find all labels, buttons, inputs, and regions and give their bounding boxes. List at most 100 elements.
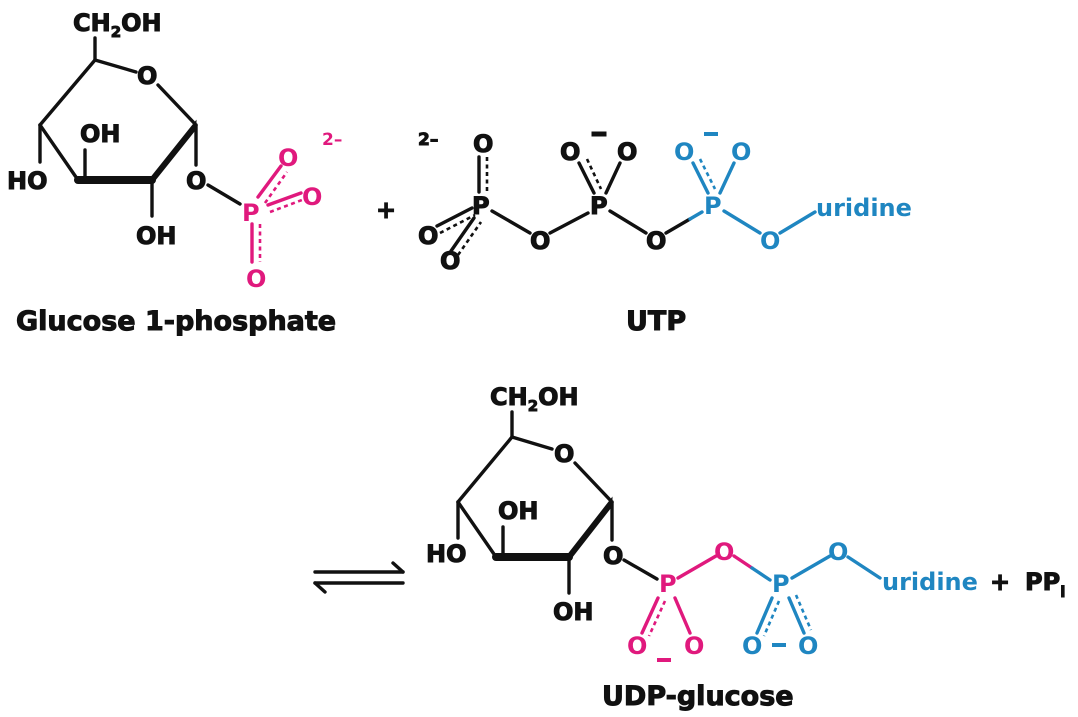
udp-glucose-label: UDP-glucose xyxy=(602,681,794,712)
glucose-1-phosphate-structure: CH2OH O OH HO OH O P O O O 2– xyxy=(7,9,343,294)
phosphate-oxygen: O xyxy=(246,265,266,293)
o-p-bond xyxy=(206,183,242,206)
bridge-oxygen: O xyxy=(530,227,550,255)
phosphate-oxygen: O xyxy=(731,138,751,166)
p-o-bond xyxy=(577,161,596,195)
glucose-1-phosphate-label: Glucose 1-phosphate xyxy=(16,306,336,337)
o-p-bridge-bond xyxy=(548,211,590,235)
ring-bond xyxy=(38,58,97,127)
oh-c2: OH xyxy=(136,222,177,250)
uridine-text: uridine xyxy=(882,568,978,596)
phosphate-oxygen: O xyxy=(674,138,694,166)
bridge-oxygen: O xyxy=(714,538,734,566)
oh-c2: OH xyxy=(553,598,594,626)
phosphate-oxygen: O xyxy=(278,144,298,172)
ester-oxygen: O xyxy=(760,227,780,255)
p-o-partial-bond xyxy=(585,158,603,190)
p-o-bond xyxy=(790,554,832,580)
anomeric-oxygen: O xyxy=(186,167,206,195)
forward-arrow-head xyxy=(391,561,405,574)
p-o-bond xyxy=(435,206,474,228)
anomeric-oxygen: O xyxy=(603,542,623,570)
oh-c3: OH xyxy=(80,120,121,148)
phosphorus: P xyxy=(590,192,608,220)
p-o-partial-bond xyxy=(794,594,813,631)
minus-sign xyxy=(657,658,671,662)
p-o-partial-bond xyxy=(698,158,717,190)
o-p-bridge-bond xyxy=(688,210,704,221)
ester-oxygen: O xyxy=(828,538,848,566)
p-o-partial-bond xyxy=(263,171,289,204)
p-o-partial-bond xyxy=(762,600,781,637)
p-o-partial-bond xyxy=(269,198,303,214)
o-p-bridge-bond xyxy=(732,554,754,570)
phosphate-oxygen: O xyxy=(798,632,818,660)
phosphate-oxygen: O xyxy=(418,222,438,250)
o-p-bridge-bond xyxy=(664,217,692,235)
ring-oxygen: O xyxy=(137,62,157,90)
utp-structure: 2– P O O O O P O O O P O O O xyxy=(418,130,912,276)
ring-bond xyxy=(156,83,198,127)
p-o-bridge-bond xyxy=(608,209,648,235)
p-o-bond xyxy=(604,161,622,195)
ch2oh-text: CH2OH xyxy=(490,383,579,415)
o-p-bond xyxy=(622,558,659,581)
phosphorus: P xyxy=(704,192,722,220)
phosphate-oxygen: O xyxy=(440,247,460,275)
phosphate-oxygen: O xyxy=(473,130,493,158)
phosphate-oxygen: O xyxy=(684,632,704,660)
p-o-bridge-bond xyxy=(676,554,718,580)
p-o-bond xyxy=(449,216,476,253)
phosphorus: P xyxy=(242,199,260,227)
utp-charge: 2– xyxy=(418,130,438,150)
p-o-bond xyxy=(722,209,762,235)
bridge-oxygen: O xyxy=(646,227,666,255)
p-o-bond xyxy=(755,596,774,635)
p-o-partial-bond xyxy=(647,600,667,637)
p-o-bond xyxy=(266,191,303,207)
udp-glucose-structure: CH2OH O OH HO OH O P O O O P O xyxy=(426,383,1066,662)
o-uridine-bond xyxy=(778,210,817,235)
pyrophosphate-text: PPi xyxy=(1025,568,1065,601)
phosphate-charge: 2– xyxy=(322,130,342,150)
phosphate-oxygen: O xyxy=(627,632,647,660)
uridine-text: uridine xyxy=(816,194,912,222)
ch2oh-text: CH2OH xyxy=(73,9,162,41)
reactant-plus-sign: + xyxy=(376,196,396,224)
minus-sign xyxy=(704,132,718,136)
phosphate-oxygen: O xyxy=(742,632,762,660)
ring-bond xyxy=(456,500,498,559)
phosphate-oxygen: O xyxy=(560,138,580,166)
p-o-partial-bond xyxy=(456,221,483,256)
ring-bond xyxy=(510,435,554,451)
phosphate-oxygen: O xyxy=(617,138,637,166)
p-o-partial-bond xyxy=(439,213,476,235)
product-plus-sign: + xyxy=(990,568,1010,596)
ring-bond xyxy=(38,123,80,182)
ring-bond xyxy=(573,461,614,504)
o-uridine-bond xyxy=(846,555,882,580)
p-o-bond xyxy=(787,596,806,635)
phosphate-oxygen: O xyxy=(302,183,322,211)
oh-c3: OH xyxy=(498,497,539,525)
ho-c4: HO xyxy=(7,167,48,195)
phosphorus: P xyxy=(772,570,790,598)
ring-bond xyxy=(456,435,514,504)
p-o-bond xyxy=(718,161,736,195)
ring-bond xyxy=(93,58,138,74)
minus-sign xyxy=(591,131,607,137)
p-o-bridge-bond xyxy=(490,209,532,235)
p-o-bond xyxy=(691,161,710,195)
utp-label: UTP xyxy=(626,306,686,337)
p-o-bond xyxy=(256,164,283,199)
reverse-arrow-head xyxy=(313,581,327,594)
ring-oxygen: O xyxy=(554,440,574,468)
equilibrium-arrow xyxy=(313,561,405,594)
ho-c4: HO xyxy=(426,540,467,568)
minus-sign xyxy=(772,643,786,647)
p-o-bond xyxy=(640,596,660,635)
phosphorus: P xyxy=(659,570,677,598)
p-o-bond xyxy=(673,596,692,635)
phosphorus: P xyxy=(472,192,490,220)
